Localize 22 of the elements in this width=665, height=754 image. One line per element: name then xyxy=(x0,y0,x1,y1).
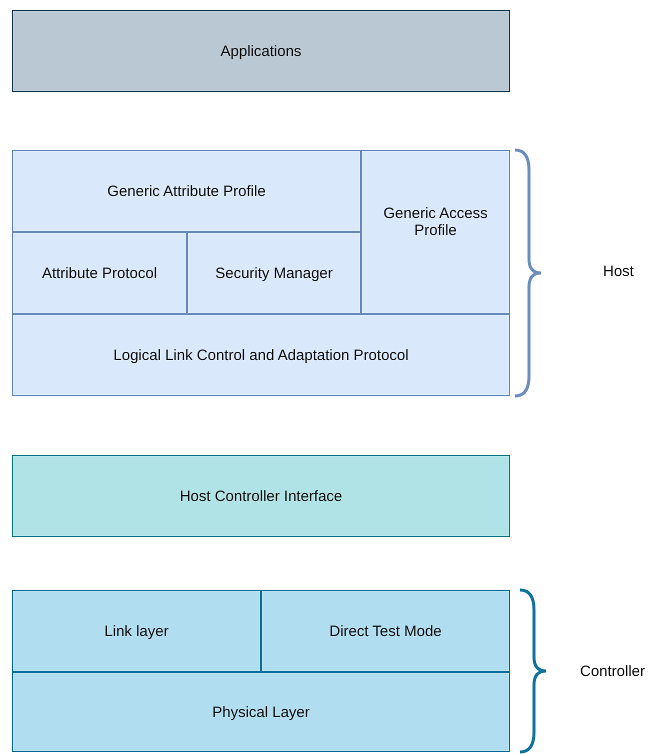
layer-name: Attribute Protocol xyxy=(42,264,158,282)
layer-name: Generic Attribute Profile xyxy=(107,182,266,200)
layer-name: Link layer xyxy=(104,622,169,640)
layer-box xyxy=(12,232,187,314)
layer-name: Physical Layer xyxy=(212,704,310,720)
layer-box xyxy=(12,672,510,752)
group-label: Controller xyxy=(580,663,646,680)
layer-box xyxy=(12,314,510,396)
layer-name: Logical Link Control and Adaptation Protocol xyxy=(113,346,409,364)
layer-box xyxy=(361,150,510,314)
layer-name: Applications xyxy=(220,42,302,60)
layer-name: Generic Access Profile xyxy=(382,205,489,239)
layer-box xyxy=(12,455,510,537)
layer-name: Direct Test Mode xyxy=(329,622,442,640)
layer-box xyxy=(12,10,510,92)
group-label: Host xyxy=(603,263,634,280)
layer-box xyxy=(12,150,361,232)
layer-name: Host Controller Interface xyxy=(180,488,342,504)
layer-box xyxy=(261,590,510,672)
layer-box xyxy=(187,232,361,314)
layer-name: Security Manager xyxy=(215,264,333,282)
layer-box xyxy=(12,590,261,672)
